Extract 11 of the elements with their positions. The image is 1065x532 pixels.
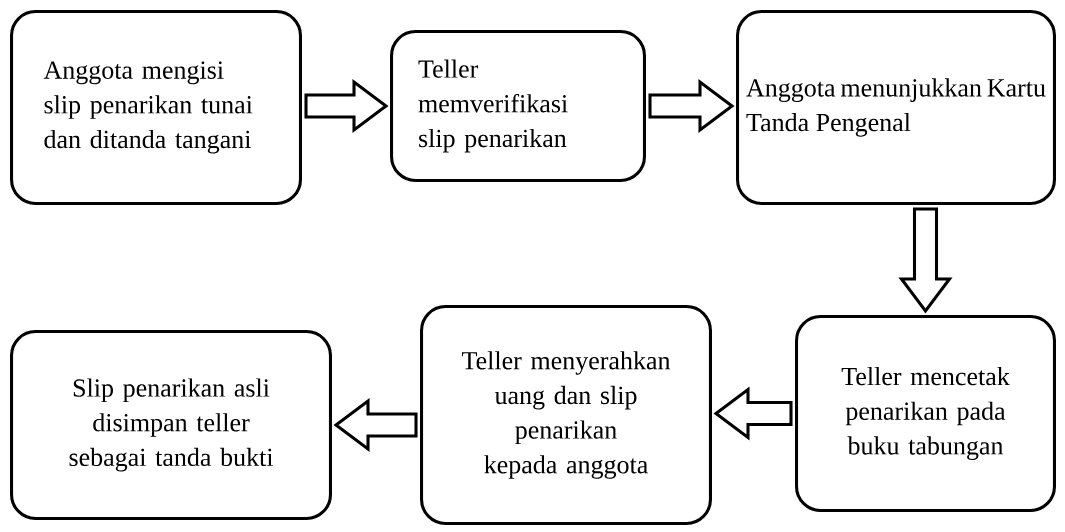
process-box: Slip penarikan asli disimpan teller sebagai tanda bukti: [10, 330, 332, 520]
block-arrow: [713, 386, 793, 441]
block-arrow: [898, 207, 953, 314]
process-box: Teller menyerahkan uang dan slip penarikan kepada anggota: [420, 305, 712, 525]
block-arrow: [648, 78, 735, 134]
block-arrow: [304, 78, 389, 134]
process-box: Anggota menunjukkan Kartu Tanda Pengenal: [736, 10, 1056, 205]
process-box: Anggota mengisi slip penarikan tunai dan ditanda tangani: [10, 10, 302, 205]
process-box: Teller mencetak penarikan pada buku tabungan: [795, 315, 1056, 512]
process-box: Teller memverifikasi slip penarikan: [390, 30, 646, 182]
block-arrow: [333, 397, 418, 453]
